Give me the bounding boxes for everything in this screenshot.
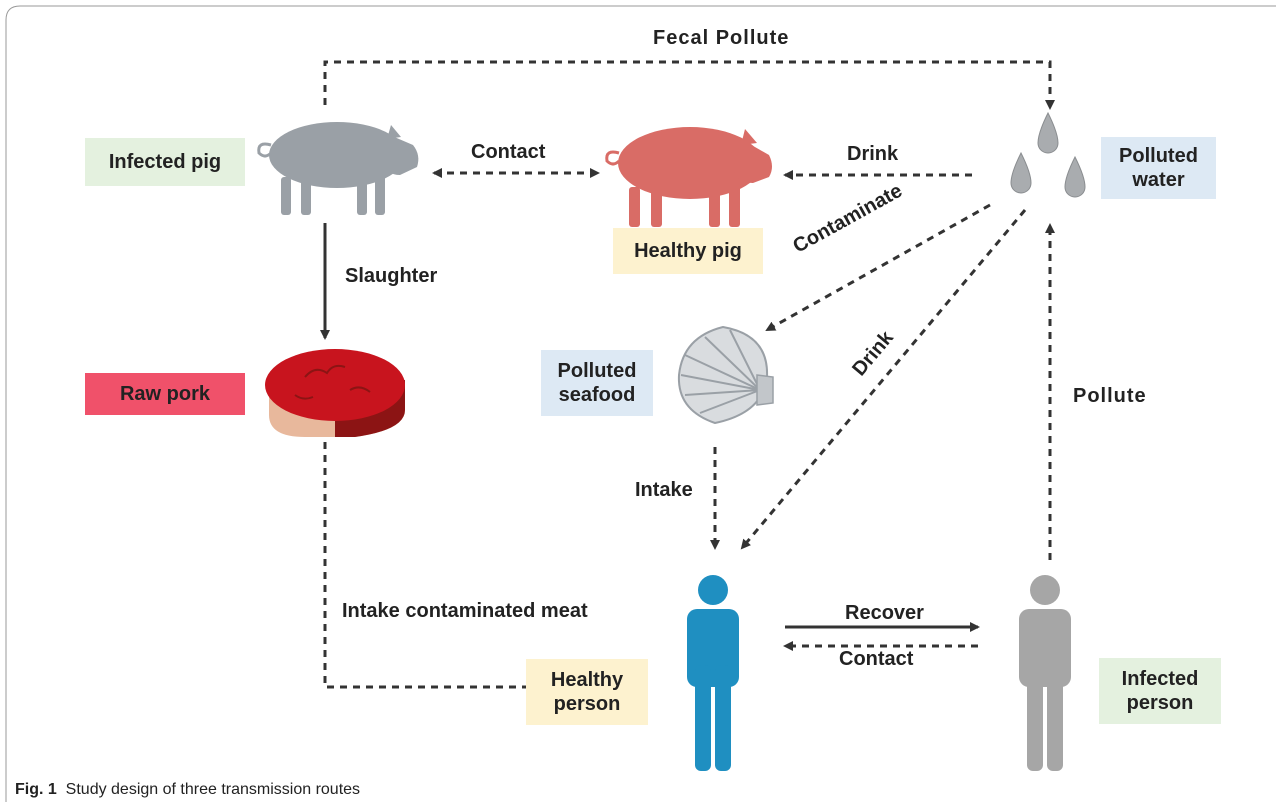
intake-meat-label: Intake contaminated meat (342, 600, 588, 622)
recover-label: Recover (845, 602, 924, 624)
water-drops-icon (1010, 111, 1086, 198)
fecal-pollute-label: Fecal Pollute (653, 27, 790, 49)
arrow-contaminate (765, 203, 991, 332)
infected-person-box: Infected person (1099, 658, 1221, 724)
healthy-pig-box: Healthy pig (613, 228, 763, 274)
figure-caption: Fig. 1 Study design of three transmissio… (15, 781, 360, 799)
arrow-intake-meat (323, 442, 645, 692)
intake-seafood-label: Intake (635, 479, 693, 501)
pollute-label: Pollute (1073, 385, 1147, 407)
contact-pigs-label: Contact (471, 141, 546, 163)
polluted-water-box: Polluted water (1101, 137, 1216, 199)
drink-pig-label: Drink (847, 143, 899, 165)
figure-caption-text: Study design of three transmission route… (65, 781, 361, 798)
raw-pork-box: Raw pork (85, 373, 245, 415)
diagram-canvas (5, 5, 1276, 802)
figure-caption-label: Fig. 1 (15, 781, 57, 798)
seafood-shell-icon (677, 325, 774, 425)
infected-person-icon (1019, 575, 1071, 771)
arrow-drink-person (740, 209, 1027, 550)
healthy-person-icon (687, 575, 739, 771)
healthy-person-box: Healthy person (526, 659, 648, 725)
slaughter-label: Slaughter (345, 265, 438, 287)
arrow-fecal-pollute (323, 60, 1055, 110)
infected-pig-icon (257, 122, 419, 215)
healthy-pig-icon (605, 127, 772, 227)
frame-border (5, 5, 1276, 802)
raw-pork-icon (265, 349, 405, 437)
infected-pig-box: Infected pig (85, 138, 245, 186)
polluted-seafood-box: Polluted seafood (541, 350, 653, 416)
contact-persons-label: Contact (839, 648, 914, 670)
figure-frame: Infected pig Healthy pig Polluted water … (5, 5, 1277, 803)
